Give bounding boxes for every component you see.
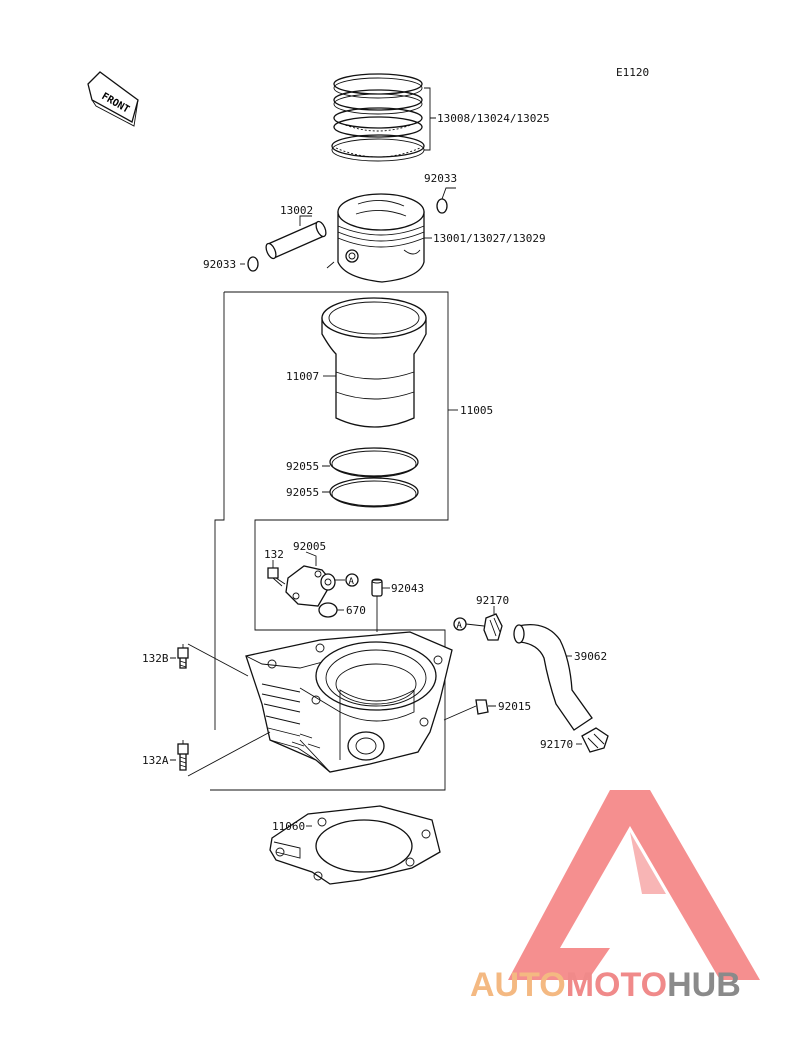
cylinder-liner <box>321 297 427 428</box>
label-liner: 11007 <box>286 370 319 383</box>
o-rings <box>322 447 419 508</box>
label-hose: 39062 <box>574 650 607 663</box>
label-piston: 13001/13027/13029 <box>433 232 546 245</box>
label-bolt-a: 132A <box>142 754 169 767</box>
svg-text:A: A <box>349 577 355 587</box>
dowel-pin <box>371 578 390 632</box>
plug <box>443 699 496 721</box>
base-gasket <box>269 805 441 885</box>
o-ring-small <box>318 602 344 618</box>
label-oring-upper: 92055 <box>286 460 319 473</box>
bolt-132a <box>170 731 271 777</box>
callout-a-upper: A <box>345 573 359 587</box>
hose-clamp-bottom <box>576 727 609 753</box>
label-rings: 13008/13024/13025 <box>437 112 550 125</box>
diagram-code: E1120 <box>616 66 649 79</box>
label-dowel: 92043 <box>391 582 424 595</box>
label-clip-left: 92033 <box>203 258 236 271</box>
label-bolt-small: 132 <box>264 548 284 561</box>
piston-pin <box>265 215 327 260</box>
label-fitting: 92005 <box>293 540 326 553</box>
label-gasket: 11060 <box>272 820 305 833</box>
coolant-hose <box>513 623 593 731</box>
cylinder-block <box>245 631 453 773</box>
label-clip-top: 92033 <box>424 172 457 185</box>
piston-rings <box>331 73 436 162</box>
front-arrow-icon: FRONT <box>87 71 139 127</box>
bolt-132b <box>170 643 249 677</box>
clip-left <box>240 256 259 272</box>
piston <box>337 193 425 283</box>
callout-a-right: A <box>453 617 485 631</box>
hose-clamp-top <box>483 606 503 641</box>
cylinder-assy-boundary <box>210 291 449 791</box>
label-pin: 13002 <box>280 204 313 217</box>
label-oring-lower: 92055 <box>286 486 319 499</box>
label-clamp-top: 92170 <box>476 594 509 607</box>
svg-text:A: A <box>457 621 463 631</box>
clip-top <box>436 187 456 214</box>
label-bolt-b: 132B <box>142 652 169 665</box>
automotohub-logo <box>508 790 760 980</box>
label-clamp-bottom: 92170 <box>540 738 573 751</box>
bolt-small <box>267 560 286 587</box>
label-cylinder-assy: 11005 <box>460 404 493 417</box>
water-fitting <box>285 551 345 607</box>
logo-text: AUTOMOTOHUB <box>470 966 741 1004</box>
label-plug: 92015 <box>498 700 531 713</box>
label-oring-small: 670 <box>346 604 366 617</box>
